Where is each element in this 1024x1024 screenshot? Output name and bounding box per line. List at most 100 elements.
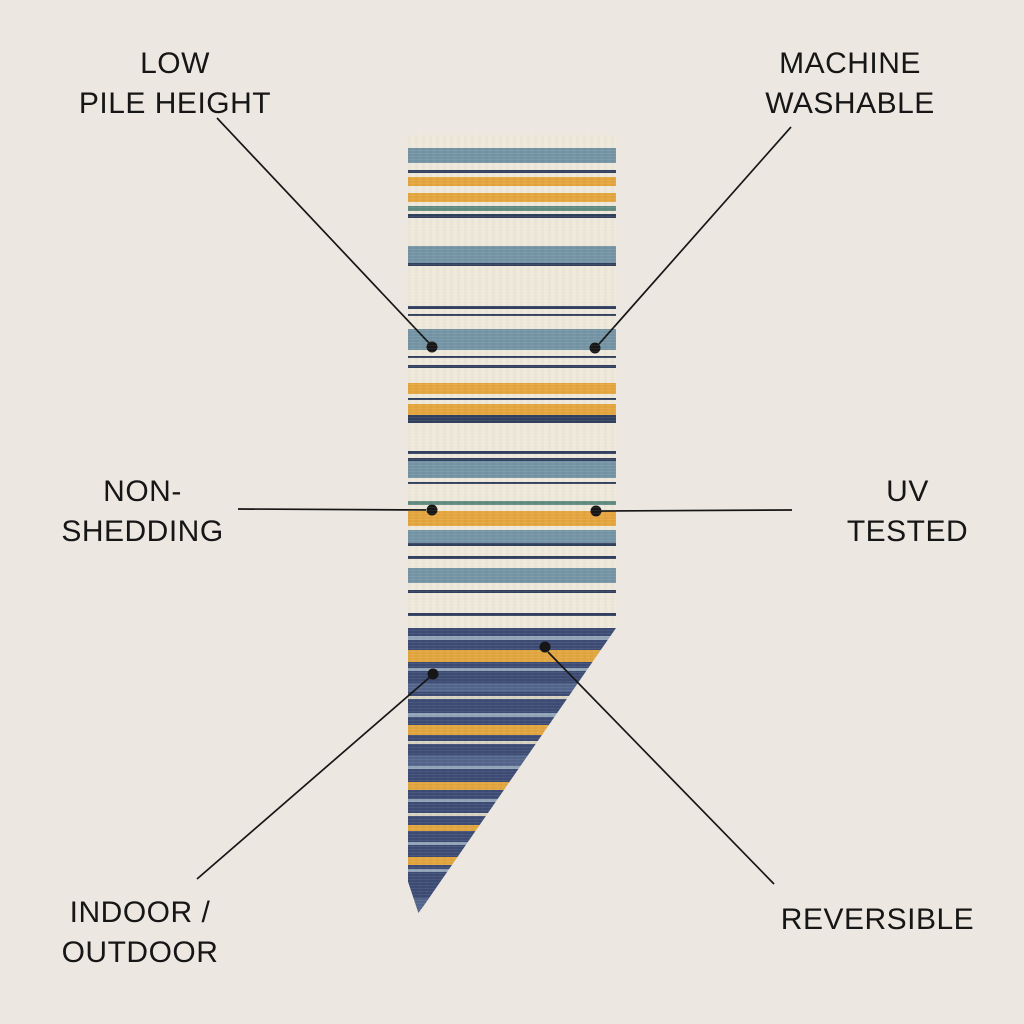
rug-stripe bbox=[408, 173, 616, 177]
label-low-pile-height-line1: LOW bbox=[140, 47, 210, 80]
rug-stripe bbox=[408, 214, 616, 218]
rug-stripe bbox=[408, 451, 616, 454]
callout-line-machine-washable bbox=[598, 126, 792, 345]
rug-stripe bbox=[408, 314, 616, 316]
rug-stripe bbox=[408, 782, 616, 790]
rug-stripe bbox=[408, 735, 616, 741]
rug-stripe bbox=[408, 671, 616, 683]
label-uv-tested-line1: UV bbox=[886, 475, 929, 508]
rug-stripe bbox=[408, 454, 616, 458]
rug-stripe bbox=[408, 898, 616, 913]
rug-stripe bbox=[408, 869, 616, 872]
rug-stripe bbox=[408, 511, 616, 526]
rug-stripe bbox=[408, 813, 616, 816]
label-uv-tested: UV TESTED bbox=[795, 472, 1020, 552]
callout-line-indoor-outdoor bbox=[196, 676, 431, 880]
rug-stripe bbox=[408, 583, 616, 590]
rug-stripe bbox=[408, 845, 616, 857]
rug-stripe bbox=[408, 484, 616, 501]
rug-stripe bbox=[408, 329, 616, 350]
rug-stripe bbox=[408, 206, 616, 211]
rug-stripe bbox=[408, 505, 616, 511]
rug-stripe bbox=[408, 526, 616, 530]
rug-back-folded-side bbox=[408, 628, 616, 913]
rug-stripe bbox=[408, 135, 616, 148]
label-machine-washable: MACHINE WASHABLE bbox=[715, 44, 985, 124]
rug-stripe bbox=[408, 461, 616, 478]
label-indoor-outdoor-line1: INDOOR / bbox=[69, 896, 211, 929]
rug-stripe bbox=[408, 616, 616, 628]
rug-stripe bbox=[408, 398, 616, 400]
rug-stripe bbox=[408, 186, 616, 193]
rug-stripe bbox=[408, 394, 616, 398]
rug-stripe bbox=[408, 193, 616, 202]
label-indoor-outdoor: INDOOR / OUTDOOR bbox=[25, 893, 255, 973]
rug-stripe bbox=[408, 263, 616, 266]
label-non-shedding-line1: NON- bbox=[103, 475, 182, 508]
rug-stripe bbox=[408, 799, 616, 802]
rug-stripe bbox=[408, 559, 616, 568]
rug-stripe bbox=[408, 368, 616, 383]
rug-stripe bbox=[408, 218, 616, 246]
rug-stripe bbox=[408, 556, 616, 559]
label-low-pile-height: LOW PILE HEIGHT bbox=[40, 44, 310, 124]
rug-stripe bbox=[408, 266, 616, 306]
rug-stripe bbox=[408, 825, 616, 831]
rug-stripe bbox=[408, 831, 616, 842]
rug-stripe bbox=[408, 650, 616, 662]
callout-line-uv-tested bbox=[600, 509, 793, 512]
label-low-pile-height-line2: PILE HEIGHT bbox=[78, 87, 272, 120]
label-machine-washable-line1: MACHINE bbox=[779, 47, 921, 80]
rug-stripe bbox=[408, 590, 616, 593]
label-non-shedding: NON- SHEDDING bbox=[30, 472, 255, 552]
rug-stripe bbox=[408, 170, 616, 173]
rug-stripe bbox=[408, 350, 616, 356]
rug-stripe bbox=[408, 246, 616, 263]
rug-stripe bbox=[408, 482, 616, 484]
rug-stripe bbox=[408, 400, 616, 404]
rug-stripe bbox=[408, 766, 616, 769]
rug-front-side bbox=[408, 135, 616, 628]
rug-stripe bbox=[408, 636, 616, 640]
rug-stripe bbox=[408, 423, 616, 451]
rug-stripe bbox=[408, 640, 616, 650]
rug-stripe bbox=[408, 202, 616, 206]
rug-stripe bbox=[408, 717, 616, 725]
rug-stripe bbox=[408, 177, 616, 186]
rug-stripe bbox=[408, 613, 616, 616]
rug-image bbox=[408, 135, 616, 913]
callout-line-non-shedding bbox=[237, 508, 427, 511]
rug-stripe bbox=[408, 478, 616, 482]
rug-stripe bbox=[408, 501, 616, 505]
rug-stripe bbox=[408, 309, 616, 314]
rug-stripe bbox=[408, 383, 616, 394]
rug-stripe bbox=[408, 163, 616, 170]
rug-stripe bbox=[408, 628, 616, 636]
rug-stripe bbox=[408, 662, 616, 668]
rug-stripe bbox=[408, 568, 616, 583]
rug-stripe bbox=[408, 790, 616, 799]
label-machine-washable-line2: WASHABLE bbox=[765, 87, 935, 120]
rug-stripe bbox=[408, 744, 616, 755]
rug-stripe bbox=[408, 404, 616, 415]
rug-stripe bbox=[408, 415, 616, 423]
callout-line-low-pile-height bbox=[216, 117, 430, 344]
rug-stripe bbox=[408, 857, 616, 865]
rug-stripe bbox=[408, 365, 616, 368]
label-reversible-line1: REVERSIBLE bbox=[780, 903, 975, 936]
rug-stripe bbox=[408, 755, 616, 766]
rug-stripe bbox=[408, 316, 616, 329]
rug-stripe bbox=[408, 769, 616, 782]
rug-stripe bbox=[408, 692, 616, 696]
label-indoor-outdoor-line2: OUTDOOR bbox=[61, 936, 219, 969]
rug-stripe bbox=[408, 458, 616, 461]
rug-stripe bbox=[408, 543, 616, 546]
label-non-shedding-line2: SHEDDING bbox=[61, 515, 224, 548]
rug-stripe bbox=[408, 530, 616, 543]
rug-stripe bbox=[408, 211, 616, 214]
rug-stripe bbox=[408, 148, 616, 163]
rug-stripe bbox=[408, 306, 616, 309]
rug-stripe bbox=[408, 741, 616, 744]
label-uv-tested-line2: TESTED bbox=[846, 515, 969, 548]
